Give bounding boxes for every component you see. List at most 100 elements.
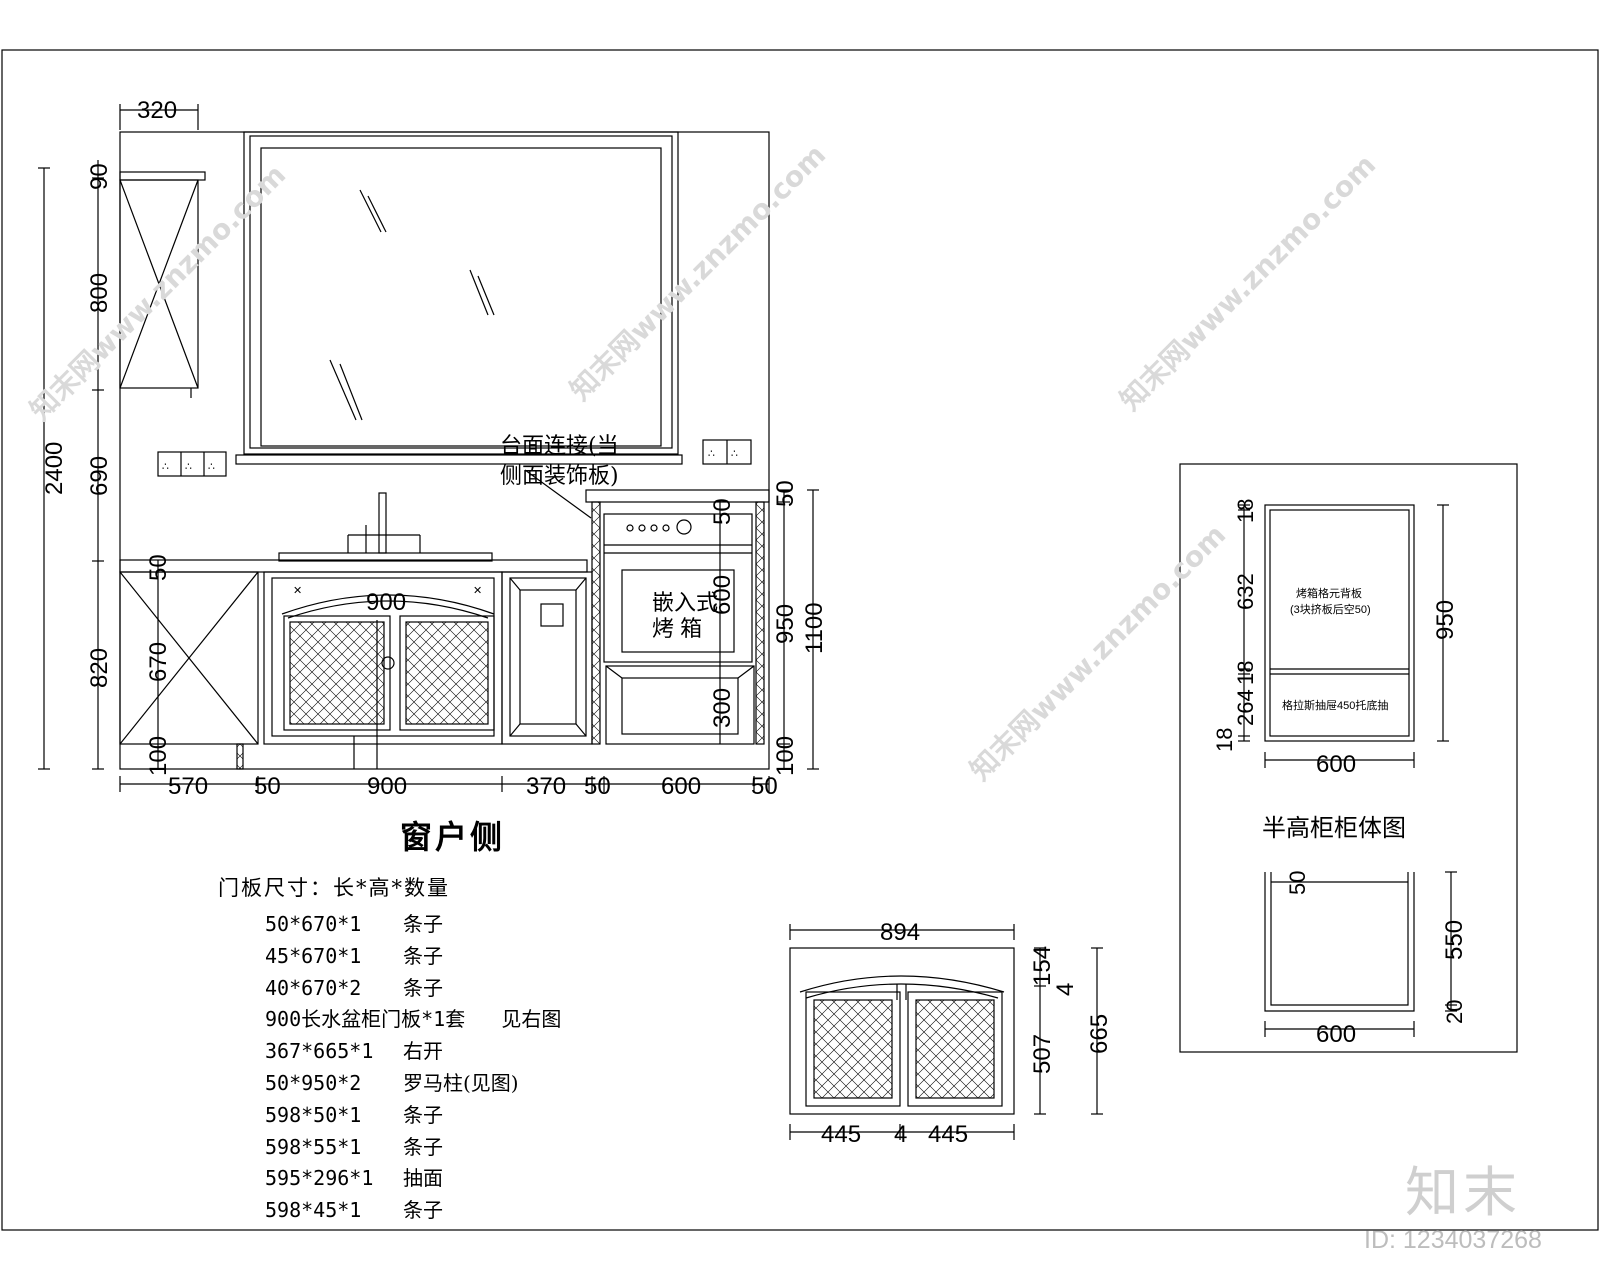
oven-tower — [585, 489, 770, 745]
door-size: 598*50*1 — [265, 1102, 362, 1127]
upper-wall-cabinet — [119, 171, 206, 398]
dim-sink-door: 900 — [366, 589, 406, 616]
door-dim-0: 154 — [1029, 946, 1056, 986]
door-size: 900长水盆柜门板*1套 — [265, 1007, 466, 1032]
roman-pillar-right — [755, 501, 765, 745]
door-size: 595*296*1 — [265, 1166, 374, 1191]
hc-dim-1: 632 — [1233, 573, 1258, 610]
hc-lower-width: 600 — [1316, 1021, 1356, 1048]
door-note: 条子 — [403, 1134, 443, 1159]
dim-bottom-2: 900 — [367, 773, 407, 800]
dim-left-1: 800 — [86, 273, 113, 313]
dim-oven-0: 50 — [709, 498, 736, 525]
socket-right-icon: ∴ ∴ — [702, 439, 752, 465]
dim-cab-0: 50 — [145, 554, 172, 581]
hc-dim-0: 18 — [1233, 499, 1258, 523]
dim-bottom-1: 50 — [254, 773, 281, 800]
window-frame — [235, 131, 683, 465]
dim-left-2: 690 — [86, 456, 113, 496]
dim-bottom-6: 50 — [751, 773, 778, 800]
hc-note-bottom: 格拉斯抽屉450托底抽 — [1282, 698, 1388, 712]
left-base-cabinet — [119, 571, 259, 770]
half-cabinet-view — [1179, 463, 1518, 1053]
door-list-item: 598*55*1 条子 — [265, 1131, 561, 1163]
svg-text:∴: ∴ — [185, 461, 192, 473]
hc-height: 950 — [1432, 600, 1459, 640]
half-cabinet-labels: 18 632 18 264 18 950 600 烤箱格元背板 (3块挤板后空5… — [1212, 499, 1468, 1048]
dimension-lines-elevation — [38, 104, 819, 792]
door-note: 条子 — [403, 975, 443, 1000]
hc-dim-4: 18 — [1212, 728, 1237, 752]
half-cabinet-caption: 半高柜柜体图 — [1262, 814, 1406, 842]
door-note: 条子 — [403, 912, 443, 936]
door-size: 598*45*1 — [265, 1198, 362, 1223]
door-list-item: 598*45*1 条子 — [265, 1194, 561, 1226]
door-size: 367*665*1 — [265, 1039, 374, 1064]
dim-oven-1: 600 — [709, 575, 736, 615]
roman-pillar-left — [591, 501, 601, 745]
door-list-item: 598*50*1 条子 — [265, 1099, 561, 1131]
door-note: 条子 — [403, 943, 443, 968]
door-size: 40*670*2 — [265, 975, 362, 1000]
door-list-item: 50*670*1 条子 — [265, 908, 561, 940]
door-list-item: 40*670*2 条子 — [265, 972, 561, 1004]
door-note: 条子 — [403, 1198, 443, 1223]
hc-note-top-2: (3块挤板后空50) — [1290, 602, 1371, 616]
dim-left-3: 820 — [86, 648, 113, 688]
door-list-item: 900长水盆柜门板*1套 见右图 — [265, 1003, 561, 1035]
svg-text:✕: ✕ — [473, 585, 482, 597]
dim-bottom-3: 370 — [526, 773, 566, 800]
socket-left-icon: ∴ ∴ ∴ — [157, 451, 227, 477]
door-detail-view — [789, 924, 1103, 1140]
svg-text:∴: ∴ — [708, 448, 715, 460]
sheet-border — [1, 49, 1599, 1231]
hc-note-top-1: 烤箱格元背板 — [1296, 586, 1362, 600]
door-height-total: 665 — [1086, 1014, 1113, 1054]
dim-left-0: 90 — [86, 163, 113, 190]
callout-line-1: 台面连接(当 — [500, 434, 619, 459]
dim-overhang: 320 — [137, 97, 177, 124]
door-list-title: 门板尺寸：长*高*数量 — [218, 876, 450, 900]
callout-line-2: 侧面装饰板) — [500, 464, 619, 489]
dim-bottom-5: 600 — [661, 773, 701, 800]
hc-lower-height: 550 — [1441, 920, 1468, 960]
faucet-icon — [278, 492, 493, 562]
elevation-view: ∴ ∴ ∴ ∴ ∴ — [38, 104, 819, 792]
hc-lower-bottom: 20 — [1442, 1000, 1467, 1024]
dim-right-1: 950 — [772, 604, 799, 644]
dim-cab-2: 100 — [145, 736, 172, 776]
door-size: 50*670*1 — [265, 912, 362, 936]
sink-cabinet: ✕ ✕ — [263, 571, 503, 769]
door-half-right: 445 — [928, 1121, 968, 1148]
door-size: 598*55*1 — [265, 1134, 362, 1159]
window-sill — [235, 454, 683, 465]
door-gap: 4 — [894, 1121, 907, 1148]
door-size: 50*950*2 — [265, 1070, 362, 1095]
image-id: ID: 1234037268 — [1364, 1226, 1542, 1254]
dim-right-0: 50 — [772, 480, 799, 507]
oven-label-2: 烤 箱 — [652, 616, 702, 641]
dim-right-2: 100 — [772, 736, 799, 776]
door-detail-labels: 894 445 4 445 154 4 507 665 — [821, 919, 1113, 1148]
door-note: 右开 — [403, 1039, 443, 1064]
countertop — [119, 559, 588, 573]
door-note: 条子 — [403, 1102, 443, 1127]
door-width-total: 894 — [880, 919, 920, 946]
hc-width: 600 — [1316, 751, 1356, 778]
narrow-cabinet — [501, 571, 593, 745]
dim-right-outer: 1100 — [801, 602, 828, 654]
elevation-caption: 窗户侧 — [400, 818, 506, 856]
svg-text:∴: ∴ — [162, 461, 169, 473]
door-list-item: 367*665*1 右开 — [265, 1035, 561, 1067]
door-half-left: 445 — [821, 1121, 861, 1148]
brand-logo: 知末 — [1405, 1161, 1521, 1224]
door-dim-2: 507 — [1029, 1034, 1056, 1074]
hc-dim-3: 264 — [1233, 689, 1258, 726]
door-note: 见右图 — [501, 1007, 562, 1032]
